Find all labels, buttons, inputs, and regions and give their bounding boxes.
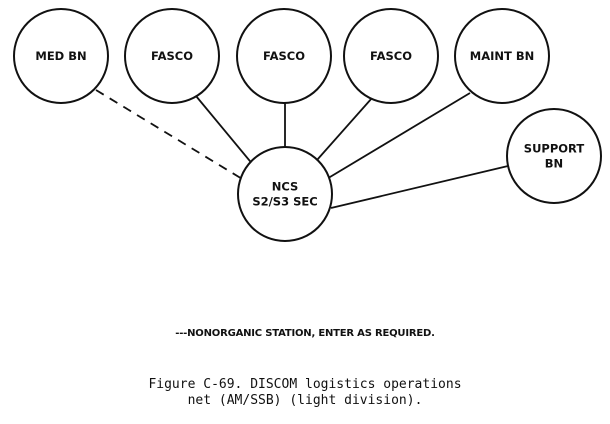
link-maint-bn-to-ncs (324, 92, 471, 181)
node-fasco-2: FASCO (236, 8, 332, 104)
figure-caption-line-1: Figure C-69. DISCOM logistics operations (148, 377, 462, 392)
diagram-links (95, 89, 509, 209)
node-circle-fasco-3 (343, 8, 439, 104)
node-maint-bn: MAINT BN (454, 8, 550, 104)
node-circle-fasco-2 (236, 8, 332, 104)
node-label-ncs: S2/S3 SEC (252, 195, 317, 209)
link-fasco-1-to-ncs (195, 95, 260, 173)
node-med-bn: MED BN (13, 8, 109, 104)
nonorganic-note: ---NONORGANIC STATION, ENTER AS REQUIRED… (175, 328, 435, 339)
node-circle-med-bn (13, 8, 109, 104)
node-label-support-bn: SUPPORT (524, 142, 585, 156)
node-circle-fasco-1 (124, 8, 220, 104)
node-label-fasco-3: FASCO (370, 49, 412, 63)
link-support-bn-to-ncs (330, 165, 509, 209)
node-label-fasco-2: FASCO (263, 49, 305, 63)
node-label-maint-bn: MAINT BN (470, 49, 535, 63)
node-circle-maint-bn (454, 8, 550, 104)
link-fasco-3-to-ncs (316, 97, 373, 161)
link-med-bn-to-ncs (95, 89, 258, 189)
node-fasco-1: FASCO (124, 8, 220, 104)
node-fasco-3: FASCO (343, 8, 439, 104)
figure-caption: Figure C-69. DISCOM logistics operations… (0, 377, 610, 409)
node-circle-support-bn (506, 108, 602, 204)
node-label-med-bn: MED BN (35, 49, 86, 63)
node-label-fasco-1: FASCO (151, 49, 193, 63)
node-circle-ncs (237, 146, 333, 242)
node-label-ncs: NCS (272, 180, 299, 194)
node-label-support-bn: BN (545, 157, 563, 171)
figure-caption-line-2: net (AM/SSB) (light division). (187, 393, 423, 408)
